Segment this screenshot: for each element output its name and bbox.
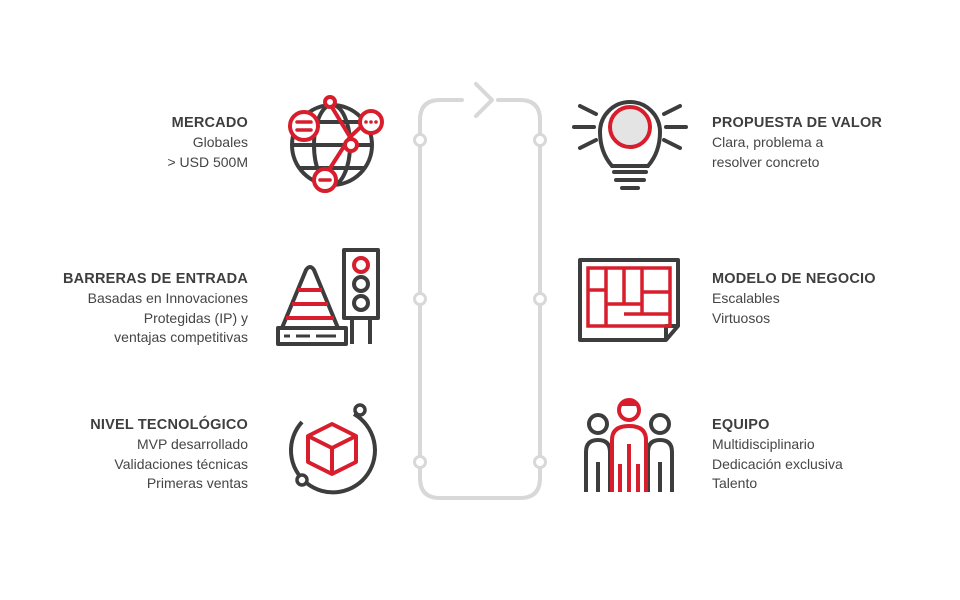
- block-title: EQUIPO: [712, 417, 770, 433]
- block-title: MERCADO: [171, 115, 248, 131]
- block-line: ventajas competitivas: [114, 329, 248, 345]
- block-title: PROPUESTA DE VALOR: [712, 115, 883, 131]
- equipo-block: EQUIPO Multidisciplinario Dedicación exc…: [712, 416, 942, 494]
- block-line: > USD 500M: [167, 153, 248, 170]
- barreras-block: BARRERAS DE ENTRADA Basadas en Innovacio…: [18, 270, 248, 348]
- blueprint-icon: [578, 258, 680, 342]
- connector-node: [413, 455, 427, 469]
- block-line: Talento: [712, 475, 758, 491]
- globe-network-icon: [288, 95, 384, 193]
- block-line: Dedicación exclusiva: [712, 455, 843, 472]
- block-line: Primeras ventas: [146, 475, 248, 491]
- cone-traffic-light-icon: [276, 248, 380, 346]
- block-line: Clara, problema a: [712, 134, 824, 150]
- mercado-block: MERCADO Globales > USD 500M: [18, 114, 248, 172]
- connector-node: [533, 292, 547, 306]
- block-line: Basadas en Innovaciones: [87, 290, 248, 306]
- block-title: NIVEL TECNOLÓGICO: [90, 417, 248, 433]
- propuesta-valor-block: PROPUESTA DE VALOR Clara, problema a res…: [712, 114, 942, 172]
- block-line: Multidisciplinario: [712, 436, 815, 452]
- block-line: Escalables: [712, 290, 780, 306]
- block-line: Globales: [192, 134, 248, 150]
- block-line: Virtuosos: [712, 309, 771, 326]
- lightbulb-icon: [572, 100, 688, 190]
- connector-node: [413, 292, 427, 306]
- team-icon: [584, 398, 674, 492]
- connector-node: [533, 133, 547, 147]
- block-line: Validaciones técnicas: [114, 455, 248, 472]
- block-line: resolver concreto: [712, 153, 820, 170]
- block-line: Protegidas (IP) y: [143, 309, 248, 326]
- block-title: BARRERAS DE ENTRADA: [62, 271, 248, 287]
- connector-node: [533, 455, 547, 469]
- connector-node: [413, 133, 427, 147]
- block-title: MODELO DE NEGOCIO: [712, 271, 876, 287]
- cube-orbit-icon: [288, 403, 377, 495]
- nivel-tecnologico-block: NIVEL TECNOLÓGICO MVP desarrollado Valid…: [18, 416, 248, 494]
- cycle-connector: [413, 82, 547, 500]
- modelo-negocio-block: MODELO DE NEGOCIO Escalables Virtuosos: [712, 270, 942, 328]
- block-line: MVP desarrollado: [136, 436, 248, 452]
